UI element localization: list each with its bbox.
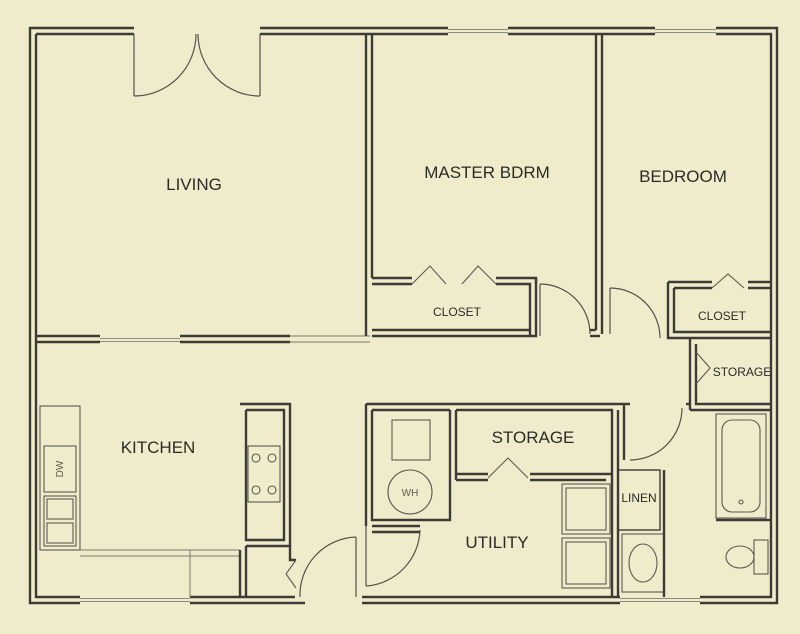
water-heater-label: WH (402, 488, 419, 499)
linen-label: LINEN (621, 491, 656, 505)
exterior-walls (28, 26, 779, 605)
utility-storage-label: STORAGE (492, 428, 575, 447)
master-bedroom (364, 34, 600, 338)
bedroom-closet-label: CLOSET (698, 309, 747, 323)
master-closet-label: CLOSET (433, 305, 482, 319)
utility-block (364, 402, 630, 597)
living-label: LIVING (166, 175, 222, 194)
bedroom (594, 34, 771, 340)
dishwasher-label: DW (55, 460, 66, 477)
kitchen (39, 402, 297, 597)
bedroom-label: BEDROOM (639, 167, 727, 186)
hall-storage (688, 338, 771, 412)
living-room (36, 33, 370, 344)
entry-door (299, 536, 357, 598)
utility-label: UTILITY (465, 533, 528, 552)
windows (80, 29, 716, 602)
bathroom (617, 402, 771, 597)
hall-storage-label: STORAGE (713, 365, 771, 379)
kitchen-label: KITCHEN (121, 438, 196, 457)
master-bedroom-label: MASTER BDRM (424, 163, 550, 182)
